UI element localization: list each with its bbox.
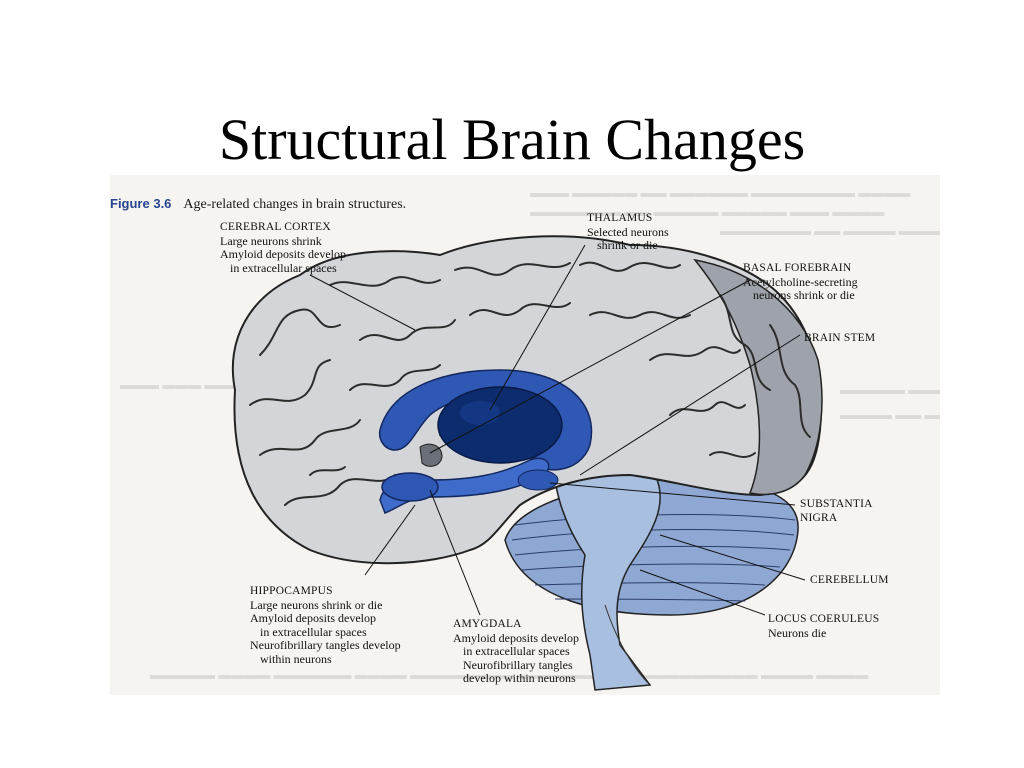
label-hippocampus-line: Large neurons shrink or die bbox=[250, 597, 383, 612]
label-basal-forebrain-line: Acetylcholine-secreting bbox=[743, 274, 858, 289]
label-amygdala-line: in extracellular spaces bbox=[463, 644, 570, 658]
figure-number: Figure 3.6 bbox=[110, 196, 172, 211]
label-thalamus-title: THALAMUS bbox=[587, 212, 653, 224]
leader-lines bbox=[309, 244, 806, 616]
label-amygdala-title: AMYGDALA bbox=[453, 618, 522, 630]
label-hippocampus-line: in extracellular spaces bbox=[260, 624, 367, 639]
label-brain-stem: BRAIN STEM bbox=[804, 332, 875, 346]
label-locus-coeruleus-title: LOCUS COERULEUS bbox=[768, 613, 880, 625]
label-brain-stem-title: BRAIN STEM bbox=[804, 332, 876, 344]
label-hippocampus: HIPPOCAMPUS Large neurons shrink or die … bbox=[250, 585, 401, 666]
label-cerebral-cortex: CEREBRAL CORTEX Large neurons shrink Amy… bbox=[220, 221, 346, 275]
label-amygdala-line: develop within neurons bbox=[463, 671, 576, 685]
label-thalamus-line: Selected neurons bbox=[587, 224, 669, 239]
label-cerebellum: CEREBELLUM bbox=[810, 574, 889, 588]
label-substantia-nigra-title2: NIGRA bbox=[800, 511, 838, 524]
limbic-structures bbox=[378, 369, 593, 514]
label-amygdala: AMYGDALA Amyloid deposits develop in ext… bbox=[453, 618, 579, 686]
label-hippocampus-line: Neurofibrillary tangles develop bbox=[250, 638, 401, 652]
figure-panel: ▬▬▬ ▬▬▬▬▬ ▬▬ ▬▬▬▬▬▬ ▬▬▬▬▬▬▬▬ ▬▬▬▬ ▬▬▬▬▬▬… bbox=[110, 175, 940, 695]
label-hippocampus-line: within neurons bbox=[260, 651, 332, 666]
label-amygdala-line: Amyloid deposits develop bbox=[453, 630, 579, 645]
label-locus-coeruleus: LOCUS COERULEUS Neurons die bbox=[768, 613, 879, 640]
label-hippocampus-title: HIPPOCAMPUS bbox=[250, 585, 333, 597]
label-locus-coeruleus-line: Neurons die bbox=[768, 625, 827, 640]
label-thalamus: THALAMUS Selected neurons shrink or die bbox=[587, 212, 669, 253]
slide-title: Structural Brain Changes bbox=[218, 107, 806, 172]
label-substantia-nigra: SUBSTANTIA NIGRA bbox=[800, 498, 873, 525]
label-substantia-nigra-title: SUBSTANTIA bbox=[800, 498, 873, 510]
label-basal-forebrain-line: neurons shrink or die bbox=[753, 288, 855, 302]
label-hippocampus-line: Amyloid deposits develop bbox=[250, 611, 376, 625]
label-amygdala-line: Neurofibrillary tangles bbox=[463, 657, 573, 672]
label-thalamus-line: shrink or die bbox=[597, 238, 658, 252]
label-cerebellum-title: CEREBELLUM bbox=[810, 574, 889, 586]
brain-illustration bbox=[231, 235, 823, 691]
label-cerebral-cortex-line: Large neurons shrink bbox=[220, 233, 322, 248]
figure-caption: Figure 3.6 Age-related changes in brain s… bbox=[110, 196, 406, 213]
label-basal-forebrain: BASAL FOREBRAIN Acetylcholine-secreting … bbox=[743, 262, 858, 303]
figure-caption-text: Age-related changes in brain structures. bbox=[183, 197, 407, 212]
label-cerebral-cortex-title: CEREBRAL CORTEX bbox=[220, 221, 331, 233]
label-cerebral-cortex-line: in extracellular spaces bbox=[230, 260, 337, 275]
label-basal-forebrain-title: BASAL FOREBRAIN bbox=[743, 262, 852, 274]
label-cerebral-cortex-line: Amyloid deposits develop bbox=[220, 247, 346, 261]
